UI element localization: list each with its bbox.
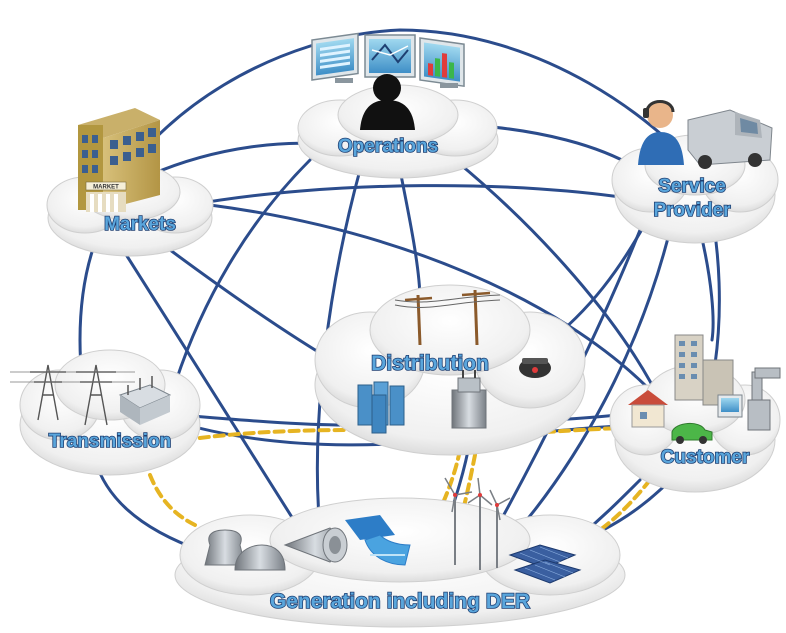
link-service-customer: [698, 228, 715, 342]
service-truck-icon: [687, 109, 773, 169]
utility-poles-icon: [394, 289, 501, 346]
market-building-icon: MARKET: [78, 108, 160, 212]
distribution-sensor-device-icon: [519, 358, 551, 378]
hydro-dam-icon: [345, 515, 411, 566]
markets-label: Markets: [104, 214, 176, 235]
link-operations-transmission: [168, 158, 312, 402]
generation-label: Generation including DER: [270, 590, 530, 613]
outer-ring-link: [98, 28, 712, 217]
smart-meter-display-icon: [717, 394, 743, 418]
office-buildings-icon: [674, 334, 734, 406]
link-operations-distribution: [398, 168, 422, 302]
dashed-transmission-distribution: [183, 428, 352, 442]
transformer-icon: [451, 370, 487, 429]
link-operations-customer: [453, 158, 662, 402]
transmission-label: Transmission: [49, 431, 172, 452]
substation-icon: [118, 376, 172, 425]
transmission-towers-icon: [10, 364, 135, 426]
service-provider-label-line1: Service: [658, 176, 726, 197]
service-technician-icon: [638, 100, 684, 165]
distribution-label: Distribution: [371, 352, 489, 375]
solar-panels-icon: [508, 544, 582, 584]
dashed-transmission-generation: [148, 473, 197, 527]
customer-label: Customer: [661, 447, 750, 468]
industrial-robot-icon: [747, 367, 781, 431]
link-markets-service: [188, 184, 642, 207]
link-markets-distribution: [148, 233, 342, 367]
link-markets-generation: [118, 243, 302, 532]
turbine-engine-icon: [283, 527, 348, 563]
cloud-operations: [297, 84, 499, 179]
electric-car-icon: [671, 423, 713, 444]
wind-turbines-icon: [444, 477, 511, 570]
house-icon: [628, 390, 668, 428]
control-room-monitors-icon: [311, 32, 465, 88]
cooling-tower-icon: [204, 529, 286, 571]
link-transmission-distribution: [178, 413, 347, 427]
market-sign-text: MARKET: [93, 185, 119, 191]
link-service-generation-2: [508, 228, 672, 542]
operator-person-icon: [360, 74, 415, 130]
link-markets-customer: [208, 203, 652, 392]
operations-label: Operations: [338, 136, 438, 157]
service-provider-label-line2: Provider: [653, 200, 731, 221]
data-center-servers-icon: [357, 381, 405, 434]
